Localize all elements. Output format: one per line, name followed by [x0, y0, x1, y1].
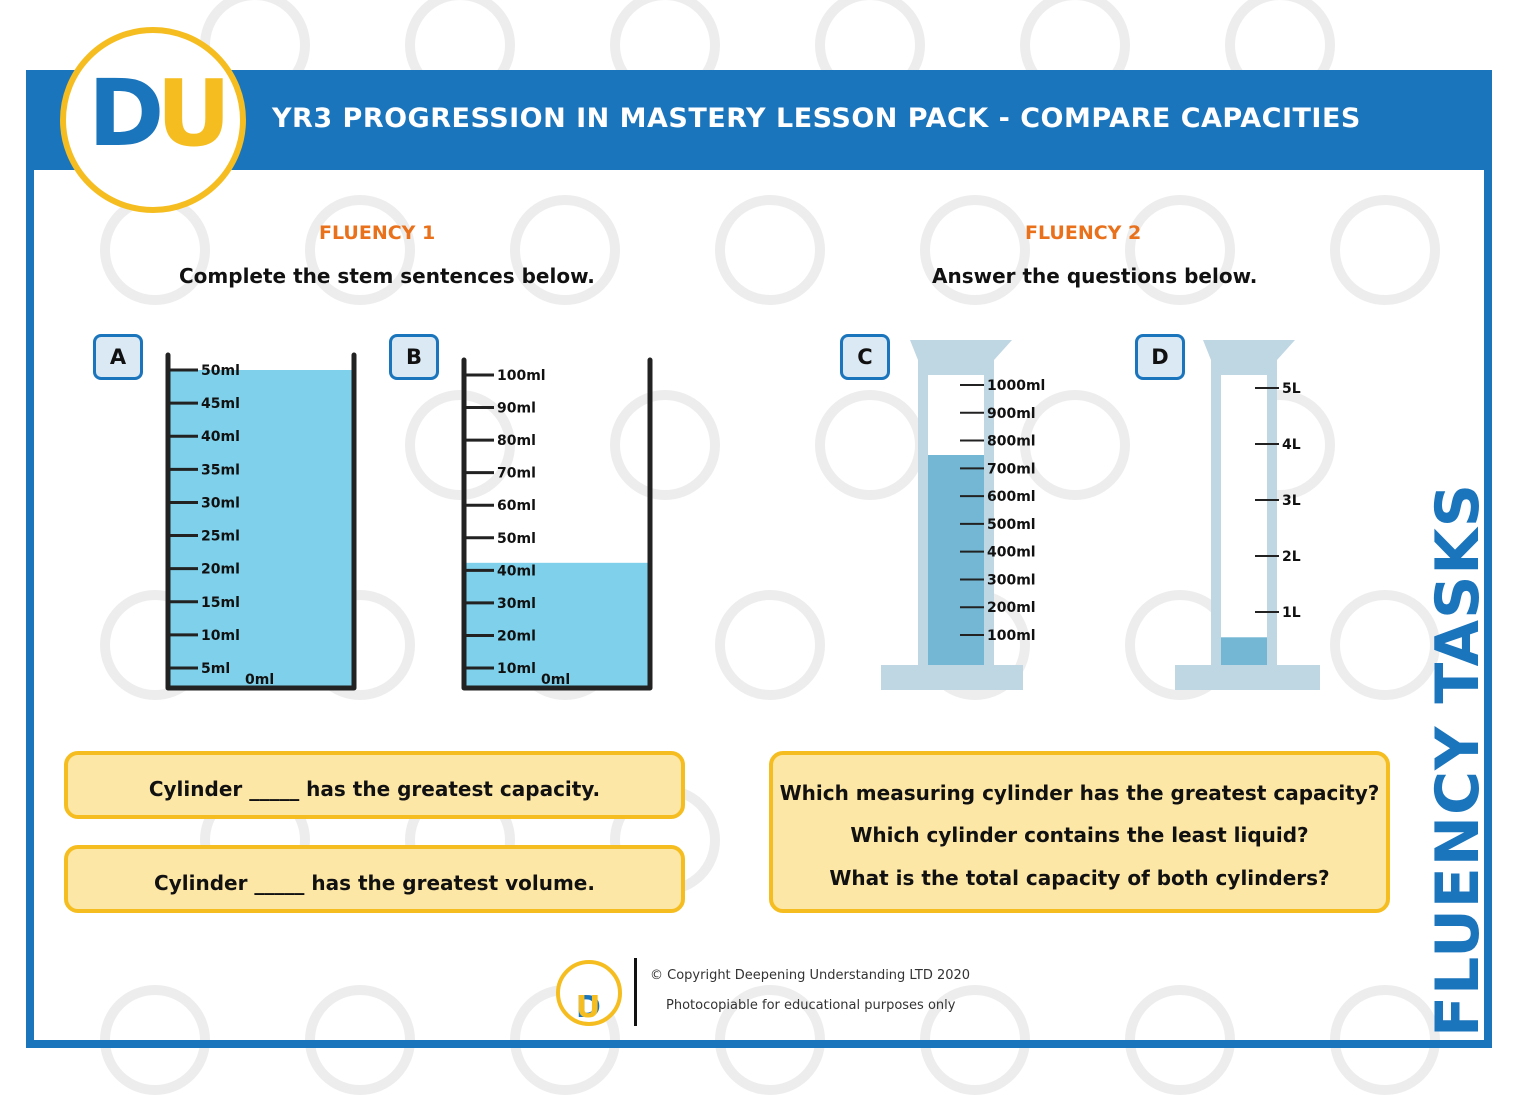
stem-sentence-2: Cylinder _____ has the greatest volume. [154, 871, 595, 895]
beaker-a-tick-label: 30ml [201, 495, 240, 511]
side-label-fluency-tasks: FLUENCY TASKS [1423, 483, 1493, 1037]
beaker-b-water [464, 562, 650, 688]
cylinder-d-tick-label: 5L [1282, 381, 1301, 397]
cylinder-c: 1000ml 900ml 800ml 700ml 600ml 500ml 400ml 300m… [881, 340, 1045, 690]
footer-logo-letter-u: U [576, 990, 600, 1025]
fluency2-instruction: Answer the questions below. [932, 264, 1258, 288]
badge-a: A [93, 334, 143, 380]
fluency1-title: FLUENCY 1 [319, 222, 436, 244]
stem-sentence-1: Cylinder _____ has the greatest capacity… [148, 777, 601, 801]
page-title: YR3 PROGRESSION IN MASTERY LESSON PACK -… [272, 103, 1361, 134]
header-bar [26, 70, 1492, 170]
stem-sentence-box-1: Cylinder _____ has the greatest capacity… [64, 751, 685, 819]
cylinder-d-tick-label: 2L [1282, 549, 1301, 565]
cylinder-c-tick-label: 300ml [987, 572, 1036, 588]
questions-box: Which measuring cylinder has the greates… [769, 751, 1390, 913]
beaker-b-tick-label: 30ml [497, 596, 536, 612]
cylinder-d-water [1221, 637, 1267, 665]
cylinder-d-tick-label: 4L [1282, 437, 1301, 453]
du-logo-text: DU [88, 68, 231, 160]
cylinder-c-tick-label: 900ml [987, 406, 1036, 422]
cylinder-c-tick-label: 200ml [987, 600, 1036, 616]
beaker-a-tick-label: 10ml [201, 628, 240, 644]
beaker-b-outline [461, 357, 653, 691]
beaker-b-tick-label: 80ml [497, 433, 536, 449]
logo-letter-u: U [156, 60, 231, 167]
cylinder-d: 5L 4L 3L 2L 1L [1175, 340, 1320, 690]
beaker-b-tick-label: 60ml [497, 498, 536, 514]
footer-logo-letter-d: D [576, 990, 601, 1025]
footer-divider [634, 958, 637, 1026]
logo-letter-d: D [88, 60, 164, 167]
footer-copyright: © Copyright Deepening Understanding LTD … [650, 968, 971, 983]
cylinder-c-tick-label: 400ml [987, 545, 1036, 561]
beaker-a-tick-label: 40ml [201, 429, 240, 445]
question-2: Which cylinder contains the least liquid… [850, 823, 1309, 847]
beaker-a-tick-label: 15ml [201, 595, 240, 611]
beaker-a-outline [165, 352, 357, 691]
beaker-b-tick-label: 50ml [497, 531, 536, 547]
cylinder-c-tick-label: 1000ml [987, 378, 1045, 394]
badge-d: D [1135, 334, 1185, 380]
badge-b: B [389, 334, 439, 380]
cylinder-c-tick-label: 800ml [987, 434, 1036, 450]
cylinder-c-tick-label: 700ml [987, 461, 1036, 477]
beaker-b-zero-label: 0ml [541, 672, 570, 688]
beaker-a-zero-label: 0ml [245, 672, 274, 688]
stem-sentence-box-2: Cylinder _____ has the greatest volume. [64, 845, 685, 913]
beaker-b-tick-label: 70ml [497, 466, 536, 482]
cylinder-c-tick-label: 100ml [987, 628, 1036, 644]
beaker-a: 50ml 45ml 40ml 35ml 30ml 25ml 20ml 15ml 10ml 5ml 0… [165, 352, 357, 691]
cylinder-c-water [928, 455, 984, 665]
beaker-a-tick-label: 35ml [201, 462, 240, 478]
beaker-a-tick-label: 50ml [201, 363, 240, 379]
beaker-b-tick-label: 10ml [497, 661, 536, 677]
cylinder-c-tick-label: 500ml [987, 517, 1036, 533]
question-1: Which measuring cylinder has the greates… [779, 781, 1380, 805]
footer-note: Photocopiable for educational purposes o… [666, 998, 956, 1013]
cylinder-c-base [881, 665, 1023, 690]
beaker-a-water [168, 370, 354, 688]
beaker-a-tick-label: 45ml [201, 396, 240, 412]
badge-c: C [840, 334, 890, 380]
beaker-a-tick-label: 20ml [201, 562, 240, 578]
beaker-b-tick-label: 20ml [497, 628, 536, 644]
beaker-b-tick-label: 40ml [497, 563, 536, 579]
beaker-b: 100ml 90ml 80ml 70ml 60ml 50ml 40ml 30ml 20ml 10m… [461, 357, 653, 691]
cylinder-d-tick-label: 3L [1282, 493, 1301, 509]
cylinder-d-tick-label: 1L [1282, 605, 1301, 621]
cylinder-d-inner [1221, 375, 1267, 665]
beaker-a-tick-label: 5ml [201, 661, 230, 677]
cylinder-c-tick-label: 600ml [987, 489, 1036, 505]
beaker-a-tick-label: 25ml [201, 529, 240, 545]
beaker-b-tick-label: 90ml [497, 401, 536, 417]
beaker-b-tick-label: 100ml [497, 368, 546, 384]
fluency2-title: FLUENCY 2 [1025, 222, 1142, 244]
cylinder-d-base [1175, 665, 1320, 690]
du-logo [60, 27, 246, 213]
fluency1-instruction: Complete the stem sentences below. [179, 264, 595, 288]
question-3: What is the total capacity of both cylin… [829, 866, 1330, 890]
